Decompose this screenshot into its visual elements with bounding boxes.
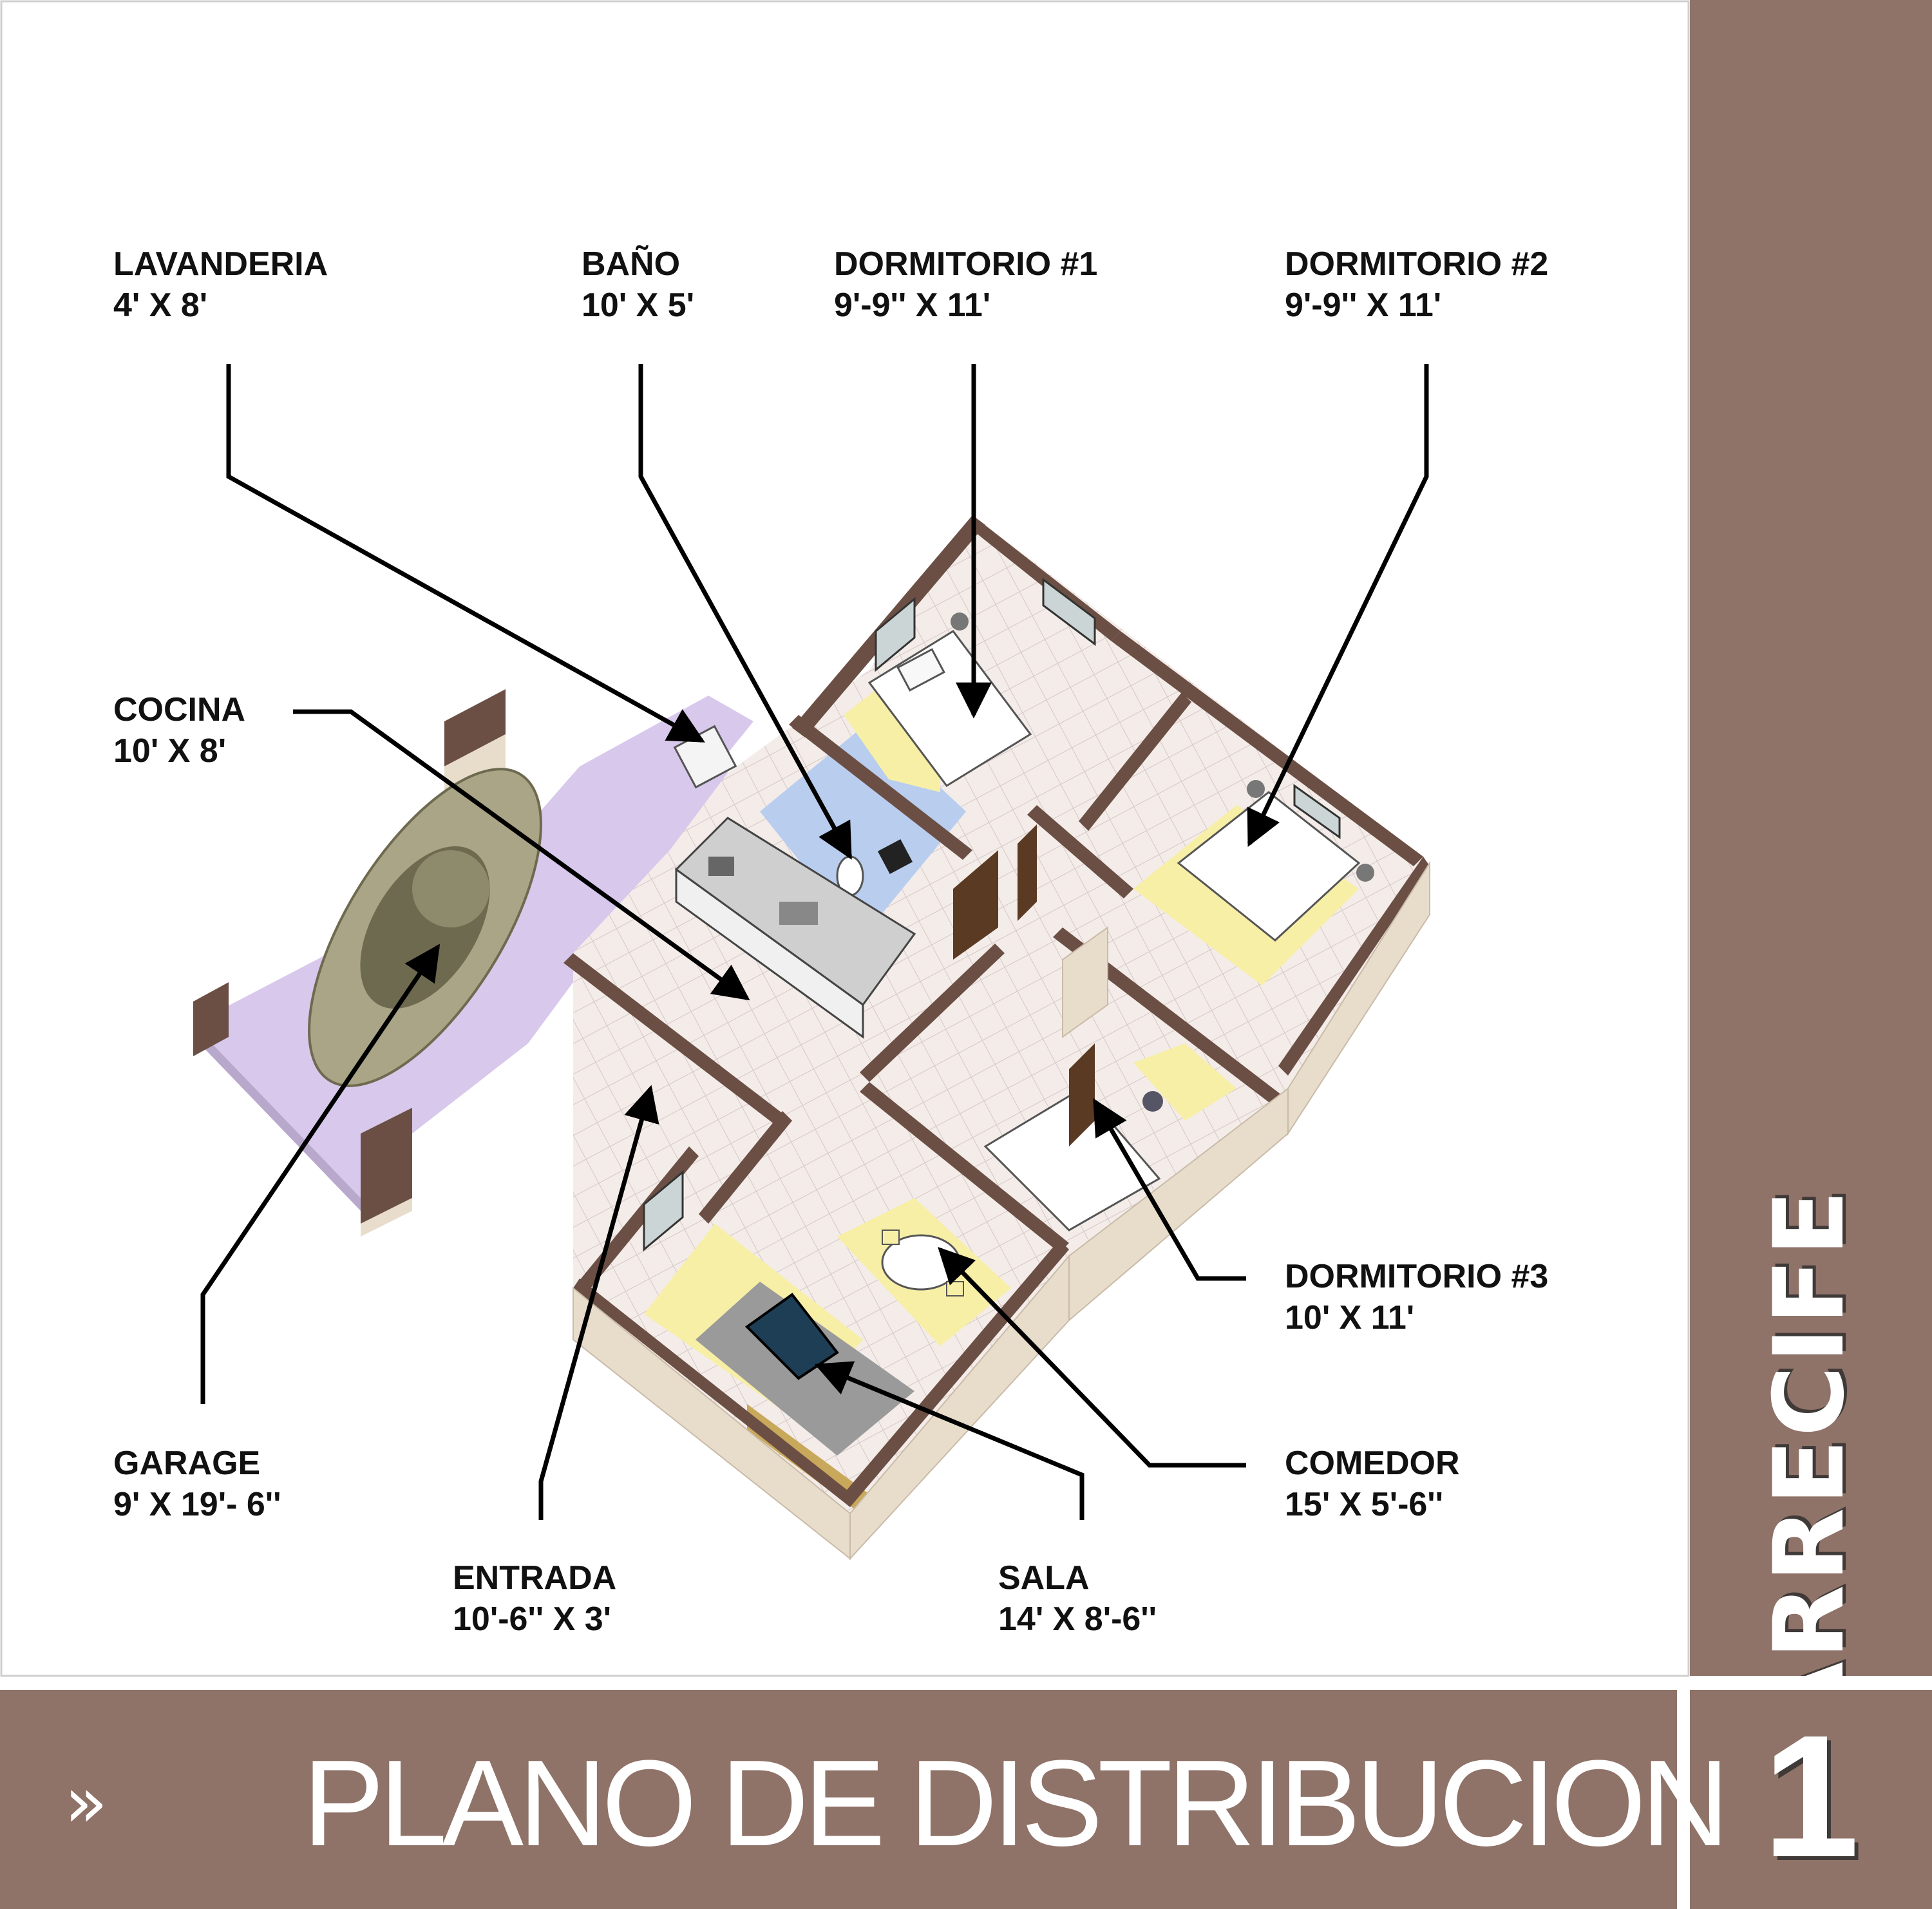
room-size: 10' X 11'	[1285, 1299, 1415, 1336]
garage-area	[193, 689, 728, 1237]
leader-dormitorio3	[1092, 1098, 1246, 1281]
label-sala: SALA 14' X 8'-6''	[998, 1557, 1157, 1640]
label-cocina: COCINA 10' X 8'	[113, 689, 245, 772]
room-name: LAVANDERIA	[113, 245, 328, 283]
room-name: COMEDOR	[1285, 1445, 1460, 1482]
leader-lavanderia	[226, 364, 705, 743]
page-number: 1	[1762, 1700, 1860, 1894]
brand-panel	[1690, 0, 1932, 1682]
room-size: 14' X 8'-6''	[998, 1600, 1157, 1638]
room-size: 4' X 8'	[113, 287, 208, 324]
label-dormitorio2: DORMITORIO #2 9'-9'' X 11'	[1285, 243, 1548, 326]
doors	[953, 824, 1095, 1146]
room-name: GARAGE	[113, 1445, 261, 1482]
leader-entrada	[538, 1085, 659, 1520]
room-name: ENTRADA	[453, 1559, 617, 1597]
dormitorio3-room	[983, 1043, 1236, 1231]
page-title: PLANO DE DISTRIBUCION	[303, 1735, 1729, 1872]
leader-garage	[200, 944, 440, 1404]
room-size: 9'-9'' X 11'	[834, 287, 991, 324]
leader-sala	[814, 1361, 1084, 1520]
dormitorio1-room	[844, 613, 1032, 792]
room-size: 9'-9'' X 11'	[1285, 287, 1442, 324]
room-size: 10' X 8'	[113, 732, 227, 770]
label-bano: BAÑO 10' X 5'	[582, 243, 694, 326]
room-size: 15' X 5'-6''	[1285, 1486, 1444, 1523]
label-lavanderia: LAVANDERIA 4' X 8'	[113, 243, 328, 326]
title-bar	[0, 1690, 1677, 1909]
room-name: BAÑO	[582, 245, 681, 283]
brand-logo: ARRECIFE	[1754, 1187, 1866, 1737]
windows	[643, 578, 1341, 1252]
room-size: 10' X 5'	[582, 287, 695, 324]
room-name: DORMITORIO #1	[834, 245, 1098, 283]
divider	[1690, 1676, 1932, 1690]
room-name: DORMITORIO #2	[1285, 245, 1549, 283]
chevron-right-icon: »	[64, 1761, 108, 1843]
leader-cocina	[293, 709, 750, 1001]
dormitorio2-room	[1133, 780, 1374, 985]
room-size: 10'-6'' X 3'	[453, 1600, 612, 1638]
label-dormitorio3: DORMITORIO #3 10' X 11'	[1285, 1256, 1548, 1338]
cocina-counters	[674, 817, 916, 1039]
leader-dormitorio2	[1247, 364, 1429, 848]
label-comedor: COMEDOR 15' X 5'-6''	[1285, 1443, 1460, 1525]
wall-faces	[573, 860, 1430, 1561]
divider	[1677, 1690, 1690, 1909]
room-name: COCINA	[113, 691, 246, 728]
sheet-border	[0, 0, 1690, 1677]
room-name: SALA	[998, 1559, 1090, 1597]
label-dormitorio1: DORMITORIO #1 9'-9'' X 11'	[834, 243, 1097, 326]
car-icon	[308, 768, 542, 1087]
label-garage: GARAGE 9' X 19'- 6''	[113, 1443, 281, 1525]
label-entrada: ENTRADA 10'-6'' X 3'	[453, 1557, 616, 1640]
leader-comedor	[938, 1246, 1246, 1468]
page-number-box	[1690, 1690, 1932, 1909]
house-floor	[573, 515, 1430, 1514]
leader-bano	[638, 364, 853, 860]
room-size: 9' X 19'- 6''	[113, 1486, 281, 1523]
leader-lines	[200, 364, 1429, 1520]
room-name: DORMITORIO #3	[1285, 1258, 1549, 1295]
